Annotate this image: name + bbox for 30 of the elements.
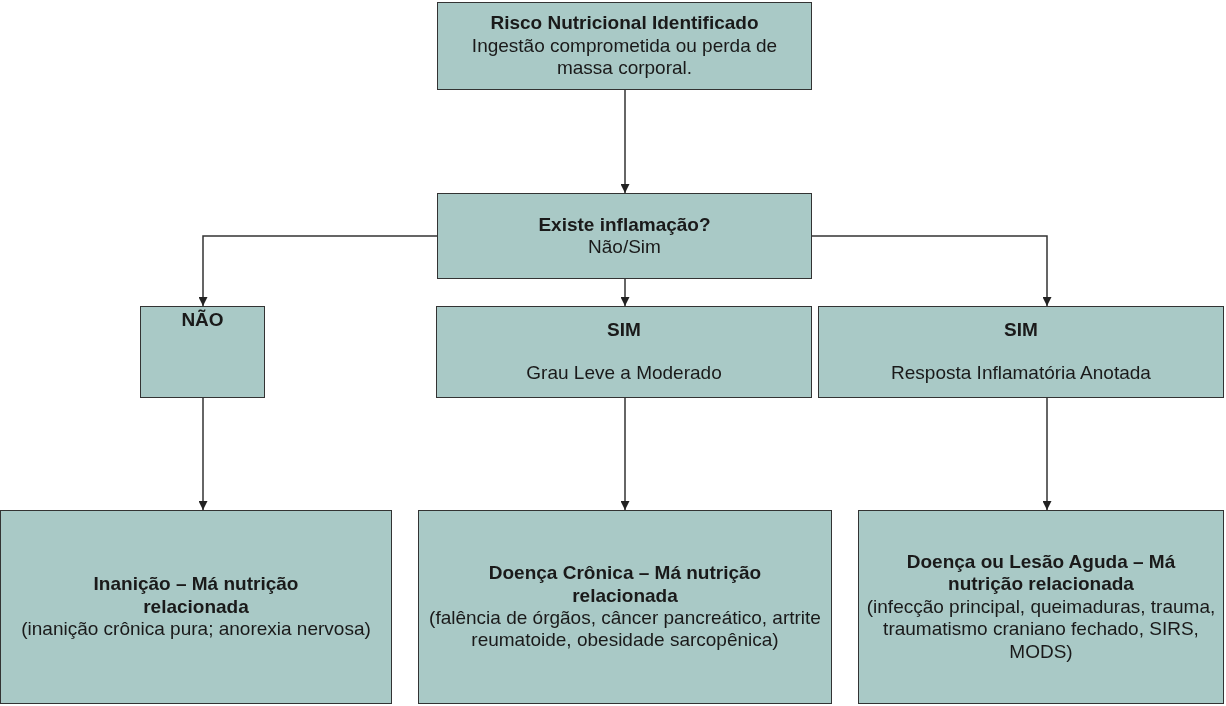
process-box [437, 193, 812, 279]
process-box [0, 510, 392, 704]
process-box [140, 306, 265, 398]
arrow [620, 397, 630, 511]
box-heading: Existe inflamação? [538, 213, 711, 236]
box-heading: Doença ou Lesão Aguda – Má nutrição relacionada [905, 551, 1177, 596]
box-text: Não/Sim [588, 236, 661, 259]
box-heading: NÃO [181, 309, 224, 332]
box-heading: Risco Nutricional Identificado [490, 12, 759, 35]
process-box [858, 510, 1224, 704]
process-box [437, 2, 812, 90]
process-box [818, 306, 1224, 398]
box-heading: SIM [607, 319, 641, 342]
box-text: Ingestão comprometida ou perda de massa corporal. [470, 34, 779, 80]
arrow [1042, 397, 1052, 511]
box-text: (falência de órgãos, câncer pancreático, artrite reumatoide, obesidade sarcopênica) [428, 607, 822, 652]
box-text: (infecção principal, queimaduras, trauma, traumatismo craniano fechado, SIRS, MODS) [865, 595, 1217, 663]
box-heading: Inanição – Má nutrição relacionada [92, 573, 300, 619]
arrow [811, 235, 1052, 307]
box-text: Resposta Inflamatória Anotada [891, 362, 1151, 385]
process-box [436, 306, 812, 398]
arrow [198, 397, 208, 511]
arrow [620, 89, 630, 194]
arrow [620, 278, 630, 307]
box-text: Grau Leve a Moderado [526, 362, 722, 385]
arrow [198, 235, 438, 307]
box-text: (inanição crônica pura; anorexia nervosa) [21, 618, 371, 641]
process-box [418, 510, 832, 704]
box-heading: SIM [1004, 319, 1038, 342]
box-heading: Doença Crônica – Má nutrição relacionada [487, 562, 763, 607]
